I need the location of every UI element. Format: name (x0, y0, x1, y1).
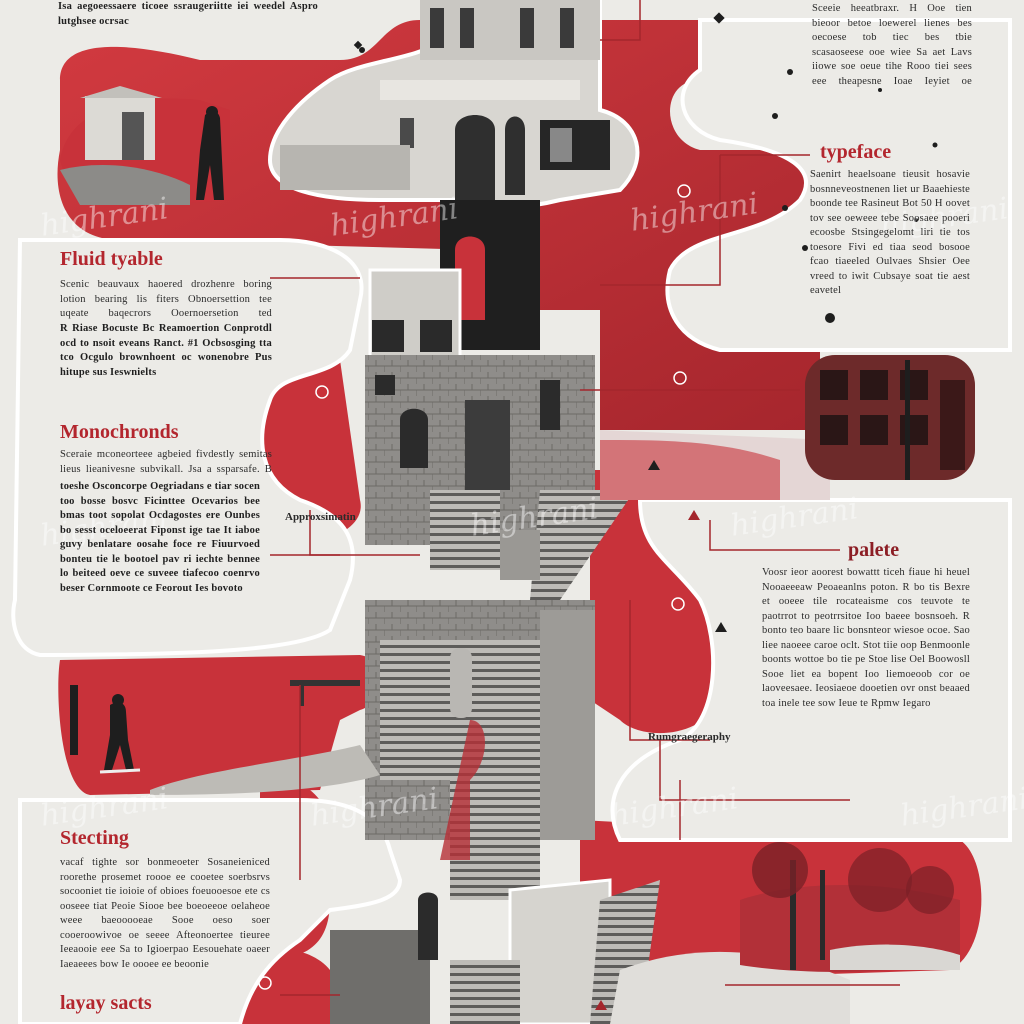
callout-lines (270, 0, 900, 996)
top-left-scene (60, 86, 230, 207)
section-body-typeface: Saenirt heaelsoane tieusit hosavie bosnn… (810, 169, 970, 296)
light-panel-left (11, 238, 403, 1024)
right-lower-scene (740, 842, 960, 972)
section-heading-palete: palete (848, 539, 900, 561)
section-heading-mono: Monochronds (60, 421, 179, 443)
section-heading-layay: layay sacts (60, 992, 152, 1014)
label-rumgeography: Rumgraegeraphy (648, 731, 731, 743)
section-heading-stecting: Stecting (60, 827, 129, 849)
section-body-mono-bold: toeshe Osconcorpe Oegriadans e tiar soce… (60, 481, 260, 594)
tower-photo-collage (267, 0, 850, 1024)
top-right-text: Sceeie heeatbraxr. H Ooe tien bieoor bet… (812, 3, 972, 87)
section-heading-typeface: typeface (820, 141, 892, 163)
triangle-markers (595, 460, 727, 1010)
right-upper-scene (600, 355, 975, 500)
section-heading-fluid: Fluid tyable (60, 248, 163, 270)
left-mid-scene (70, 680, 380, 795)
section-body-fluid: Scenic beauvaux haoered drozhenre boring… (60, 279, 272, 319)
ring-icons (258, 184, 691, 990)
section-body-stecting: vacaf tighte sor bonmeoeter Sosaneienice… (60, 857, 270, 970)
section-body-palete: Voosr ieor aoorest bowattt ticeh fiaue h… (762, 567, 970, 709)
red-fluid-band-top (57, 20, 820, 430)
light-panel-right (610, 18, 1012, 842)
decorative-dots (353, 12, 938, 323)
section-body-fluid-bold: R Riase Bocuste Bc Reamoertion Conprotdl… (60, 323, 272, 378)
label-approximation: Approxsimatin (285, 511, 356, 523)
section-body-mono: Sceraie mconeorteee agbeied fivdestly se… (60, 449, 272, 475)
top-left-text: Isa aegoeessaere ticoee ssraugeriitte ie… (58, 1, 318, 27)
